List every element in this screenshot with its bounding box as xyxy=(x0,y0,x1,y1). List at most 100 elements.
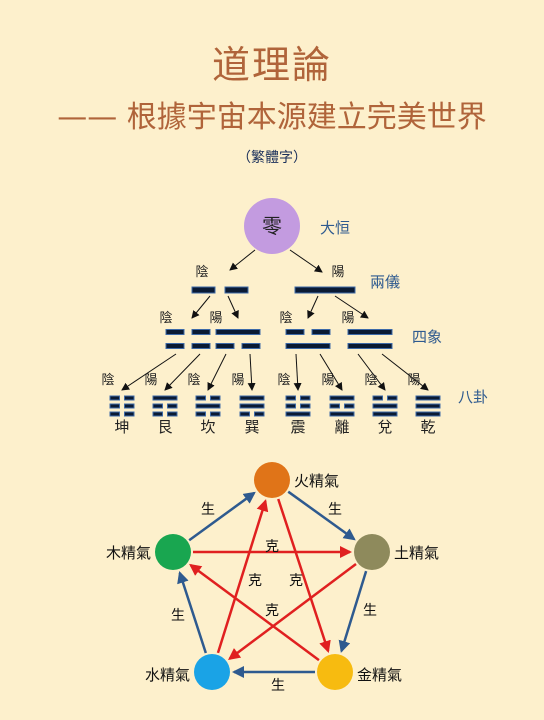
sixiang-line xyxy=(191,329,211,335)
element-label-fire: 火精氣 xyxy=(294,472,339,490)
trigram-line xyxy=(124,403,135,409)
trigram-name-7: 兌 xyxy=(377,418,392,436)
element-label-water: 水精氣 xyxy=(145,666,190,684)
bagua-polarity-label: 陽 xyxy=(231,373,244,388)
sixiang-line xyxy=(215,329,261,335)
trigram-line xyxy=(372,411,398,417)
trigram-line xyxy=(210,395,221,401)
trigram-line xyxy=(285,395,296,401)
arrow-sixiang-to-bagua xyxy=(247,353,256,391)
overcome-arrow xyxy=(228,562,357,660)
sixiang-line xyxy=(347,343,393,349)
arrow-sixiang-to-bagua xyxy=(164,353,201,391)
trigram-line xyxy=(239,411,250,417)
sixiang-polarity-label: 陰 xyxy=(279,311,292,326)
sixiang-line xyxy=(241,343,261,349)
trigram-line xyxy=(415,395,441,401)
trigram-name-4: 巽 xyxy=(244,418,259,436)
arrow-liangyi-to-sixiang-1 xyxy=(191,295,211,319)
trigram-line xyxy=(344,403,355,409)
trigram-line xyxy=(195,411,206,417)
trigram-line xyxy=(239,395,265,401)
generate-arrow xyxy=(287,490,356,541)
arrow-sixiang-to-bagua xyxy=(319,353,343,391)
sixiang-line xyxy=(165,329,185,335)
overcome-arrow xyxy=(216,499,269,654)
element-node-metal xyxy=(317,654,353,690)
overcome-arrow xyxy=(277,498,331,653)
generate-arrow xyxy=(188,491,256,542)
sixiang-line xyxy=(285,329,305,335)
trigram-line xyxy=(152,403,163,409)
arrow-to-yin xyxy=(229,249,256,271)
trigram-line xyxy=(195,395,206,401)
trigram-line xyxy=(239,403,265,409)
page-title: 道理論 xyxy=(211,43,332,87)
bagua-polarity-label: 陰 xyxy=(101,373,114,388)
trigram-line xyxy=(152,411,163,417)
trigram-name-6: 離 xyxy=(334,418,349,436)
sixiang-line xyxy=(215,343,235,349)
bagua-polarity-label: 陰 xyxy=(364,373,377,388)
level-label-bagua: 八卦 xyxy=(458,388,488,406)
trigram-line xyxy=(329,395,355,401)
trigram-line xyxy=(167,411,178,417)
trigram-line xyxy=(109,411,120,417)
arrow-sixiang-to-bagua xyxy=(293,353,302,391)
trigram-line xyxy=(195,403,221,409)
sixiang-polarity-label: 陰 xyxy=(159,311,172,326)
root-tag: 大恒 xyxy=(320,219,350,237)
five-elements-diagram: 火精氣土精氣金精氣水精氣木精氣生生生生生克克克克 xyxy=(106,462,439,694)
sixiang-polarity-label: 陽 xyxy=(209,311,222,326)
trigram-line xyxy=(285,411,311,417)
arrow-sixiang-to-bagua xyxy=(121,353,177,391)
trigram-name-5: 震 xyxy=(290,418,305,436)
sixiang-line xyxy=(191,343,211,349)
overcome-label: 克 xyxy=(265,603,279,619)
element-node-earth xyxy=(354,534,390,570)
element-node-fire xyxy=(254,462,290,498)
traditional-chinese-note: （繁體字） xyxy=(237,150,307,166)
trigram-name-8: 乾 xyxy=(420,418,435,436)
generate-arrow xyxy=(338,570,368,653)
liangyi-yang-label: 陽 xyxy=(331,265,344,280)
level-label-liangyi: 兩儀 xyxy=(370,273,400,291)
trigram-line xyxy=(329,411,355,417)
sixiang-line xyxy=(165,343,185,349)
arrow-liangyi-to-sixiang-3 xyxy=(307,295,319,319)
generate-label: 生 xyxy=(328,502,342,518)
trigram-line xyxy=(254,411,265,417)
trigram-name-2: 艮 xyxy=(157,418,172,436)
overcome-label: 克 xyxy=(248,573,262,589)
generate-label: 生 xyxy=(201,502,215,518)
liangyi-yin-line xyxy=(191,286,216,294)
trigram-line xyxy=(387,395,398,401)
liangyi-yin-line xyxy=(224,286,249,294)
overcome-arrow xyxy=(189,563,320,662)
trigram-line xyxy=(372,395,383,401)
trigram-line xyxy=(285,403,296,409)
trigram-name-1: 坤 xyxy=(114,418,129,436)
bagua-polarity-label: 陰 xyxy=(277,373,290,388)
arrow-to-yang xyxy=(289,249,323,273)
trigram-name-3: 坎 xyxy=(200,418,215,436)
bagua-polarity-label: 陰 xyxy=(187,373,200,388)
trigram-line xyxy=(152,395,178,401)
root-label: 零 xyxy=(262,214,282,238)
arrow-sixiang-to-bagua xyxy=(381,353,429,391)
trigram-line xyxy=(124,395,135,401)
sixiang-line xyxy=(285,343,331,349)
arrow-sixiang-to-bagua xyxy=(357,353,386,391)
liangyi-yin-label: 陰 xyxy=(195,265,208,280)
page-subtitle: —— 根據宇宙本源建立完美世界 xyxy=(57,100,487,135)
liangyi-yang-line xyxy=(294,286,356,294)
sixiang-line xyxy=(347,329,393,335)
generate-label: 生 xyxy=(171,608,185,624)
arrow-sixiang-to-bagua xyxy=(207,353,227,391)
sixiang-line xyxy=(311,329,331,335)
trigram-line xyxy=(210,411,221,417)
level-label-sixiang: 四象 xyxy=(412,328,442,346)
root-circle xyxy=(244,198,300,254)
bagua-polarity-label: 陽 xyxy=(407,373,420,388)
